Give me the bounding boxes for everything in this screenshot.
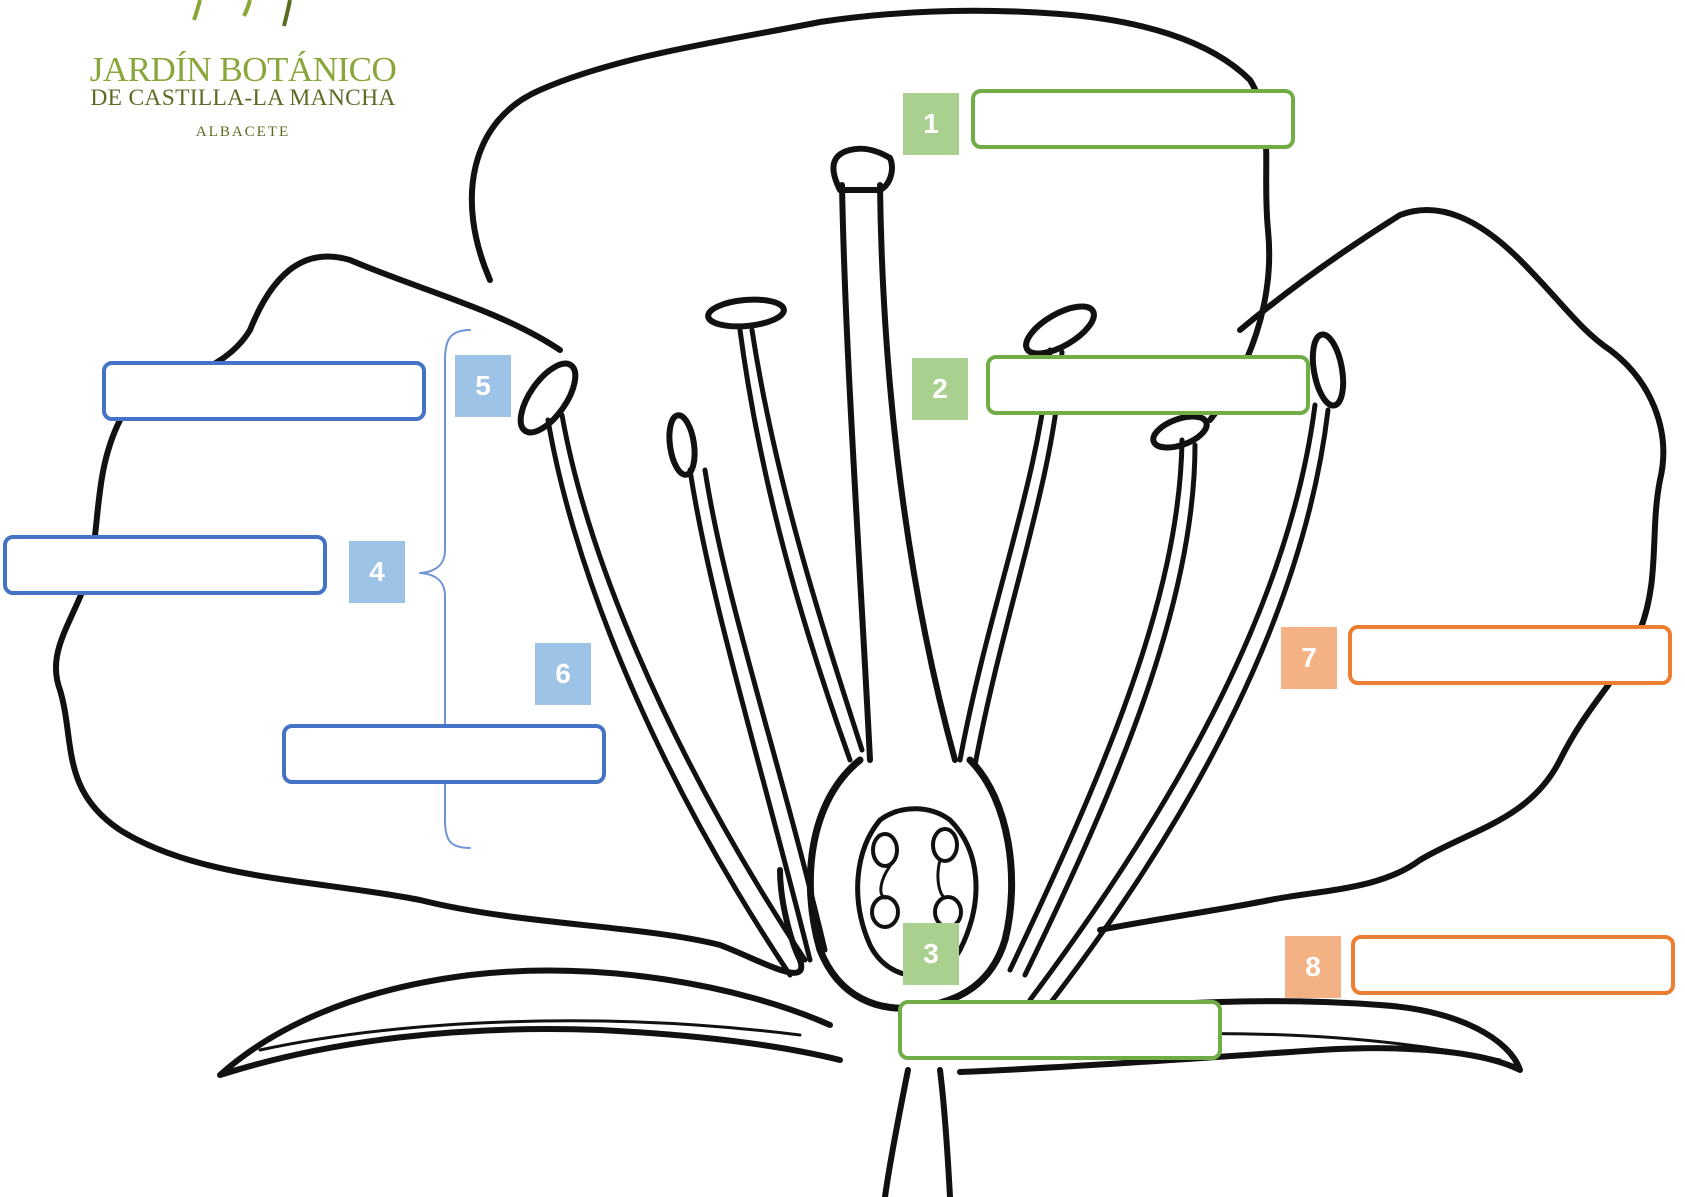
anther xyxy=(1150,413,1210,451)
logo-city: ALBACETE xyxy=(195,124,291,140)
filament xyxy=(737,327,865,763)
ovule xyxy=(870,895,900,929)
anther xyxy=(666,412,698,478)
petal-left xyxy=(52,253,805,976)
stamen-bracket xyxy=(419,329,471,849)
filament xyxy=(1007,437,1198,978)
filament xyxy=(545,412,808,978)
style xyxy=(839,182,958,763)
anther xyxy=(1309,331,1347,409)
number-badge-7: 7 xyxy=(1281,627,1337,689)
plant-logo-icon xyxy=(192,0,292,27)
number-badge-4: 4 xyxy=(349,541,405,603)
petal-right xyxy=(1097,207,1667,933)
answer-box-2[interactable] xyxy=(986,355,1310,415)
number-badge-8: 8 xyxy=(1285,936,1341,998)
number-badge-1: 1 xyxy=(903,93,959,155)
stem xyxy=(882,1067,953,1197)
number-badge-3: 3 xyxy=(903,923,959,985)
sepal-left-vein xyxy=(258,1019,802,1052)
answer-box-7[interactable] xyxy=(1348,625,1672,685)
logo-subtitle: DE CASTILLA-LA MANCHA xyxy=(90,85,396,111)
stigma xyxy=(830,145,895,193)
anther xyxy=(705,296,787,330)
number-badge-6: 6 xyxy=(535,643,591,705)
answer-box-8[interactable] xyxy=(1351,935,1675,995)
number-badge-2: 2 xyxy=(912,358,968,420)
answer-box-6[interactable] xyxy=(282,724,606,784)
answer-box-3[interactable] xyxy=(898,1000,1222,1060)
logo-title: JARDÍN BOTÁNICO xyxy=(89,50,397,89)
anther xyxy=(1023,303,1097,357)
anther xyxy=(517,360,579,436)
ovule xyxy=(871,832,899,868)
sepal-left xyxy=(217,967,843,1078)
answer-box-5[interactable] xyxy=(102,361,426,421)
answer-box-1[interactable] xyxy=(971,89,1295,149)
ovule xyxy=(931,827,959,863)
petal-back xyxy=(468,7,1273,423)
filament xyxy=(1027,402,1331,1013)
ovary-inner xyxy=(855,806,979,979)
answer-box-4[interactable] xyxy=(3,535,327,595)
garden-logo: JARDÍN BOTÁNICO DE CASTILLA-LA MANCHA AL… xyxy=(0,0,420,150)
filament xyxy=(687,467,828,963)
number-badge-5: 5 xyxy=(455,355,511,417)
